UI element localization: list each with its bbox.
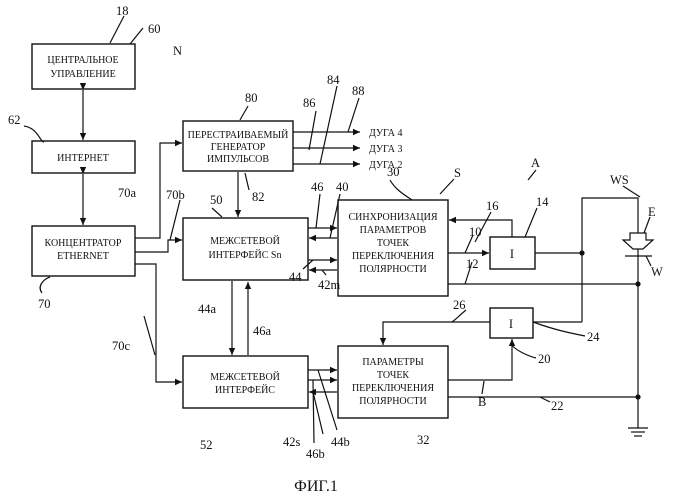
ref-46: 46: [311, 180, 324, 194]
ref-b: B: [478, 395, 486, 409]
pulse-gen-line-3: ИМПУЛЬСОВ: [207, 154, 269, 165]
ref-e: E: [648, 205, 656, 219]
arc-3-label: ДУГА 3: [369, 144, 402, 155]
ref-32: 32: [417, 433, 430, 447]
ref-24: 24: [587, 330, 600, 344]
current-sensor-bottom: I: [490, 308, 533, 338]
ref-60: 60: [148, 22, 161, 36]
ref-62: 62: [8, 113, 21, 127]
internet-block: ИНТЕРНЕТ: [32, 141, 135, 173]
ref-20: 20: [538, 352, 551, 366]
ref-44: 44: [289, 270, 302, 284]
sync-line-1: СИНХРОНИЗАЦИЯ: [348, 212, 437, 223]
ref-70: 70: [38, 297, 51, 311]
current-sensor-top: I: [490, 237, 535, 269]
ref-70b: 70b: [166, 188, 185, 202]
gateway-line-1: МЕЖСЕТЕВОЙ: [210, 371, 280, 383]
hub-line-1: КОНЦЕНТРАТОР: [45, 238, 122, 249]
ref-46b: 46b: [306, 447, 325, 461]
ref-50: 50: [210, 193, 223, 207]
system-label-n: N: [173, 44, 182, 58]
ref-a: A: [531, 156, 540, 170]
pulse-generator-block: ПЕРЕСТРАИВАЕМЫЙ ГЕНЕРАТОР ИМПУЛЬСОВ: [183, 121, 293, 171]
central-control-block: ЦЕНТРАЛЬНОЕ УПРАВЛЕНИЕ: [32, 44, 135, 89]
welding-station-icon: [623, 233, 653, 256]
gateway-line-2: ИНТЕРФЕЙС: [215, 384, 275, 396]
ref-80: 80: [245, 91, 258, 105]
ref-12: 12: [466, 257, 479, 271]
sync-line-4: ПЕРЕКЛЮЧЕНИЯ: [352, 251, 434, 262]
ref-10: 10: [469, 225, 482, 239]
central-control-line-2: УПРАВЛЕНИЕ: [50, 69, 116, 80]
ethernet-hub-block: КОНЦЕНТРАТОР ETHERNET: [32, 226, 135, 276]
sync-line-2: ПАРАМЕТРОВ: [360, 225, 427, 236]
current-sensor-bottom-label: I: [509, 317, 513, 331]
gateway-sn-line-1: МЕЖСЕТЕВОЙ: [210, 235, 280, 247]
ref-18: 18: [116, 4, 129, 18]
pulse-gen-line-1: ПЕРЕСТРАИВАЕМЫЙ: [188, 129, 289, 141]
ref-w: W: [651, 265, 663, 279]
ref-44b: 44b: [331, 435, 350, 449]
ref-16: 16: [486, 199, 499, 213]
params-line-2: ТОЧЕК: [377, 370, 410, 381]
ref-70a: 70a: [118, 186, 137, 200]
ref-88: 88: [352, 84, 365, 98]
current-sensor-top-label: I: [510, 247, 514, 261]
ref-70c: 70c: [112, 339, 131, 353]
sync-block: СИНХРОНИЗАЦИЯ ПАРАМЕТРОВ ТОЧЕК ПЕРЕКЛЮЧЕ…: [338, 200, 448, 296]
ref-46a: 46a: [253, 324, 272, 338]
ref-84: 84: [327, 73, 340, 87]
gateway-sn-line-2: ИНТЕРФЕЙС Sn: [208, 249, 281, 261]
ref-42s: 42s: [283, 435, 301, 449]
ref-ws: WS: [610, 173, 629, 187]
figure-caption: ФИГ.1: [294, 478, 338, 495]
params-block: ПАРАМЕТРЫ ТОЧЕК ПЕРЕКЛЮЧЕНИЯ ПОЛЯРНОСТИ: [338, 346, 448, 418]
sync-line-3: ТОЧЕК: [377, 238, 410, 249]
sync-line-5: ПОЛЯРНОСТИ: [359, 264, 427, 275]
hub-line-2: ETHERNET: [57, 251, 109, 262]
ref-30: 30: [387, 165, 400, 179]
ref-82: 82: [252, 190, 265, 204]
central-control-line-1: ЦЕНТРАЛЬНОЕ: [47, 55, 118, 66]
ref-22: 22: [551, 399, 564, 413]
ref-26: 26: [453, 298, 466, 312]
params-line-1: ПАРАМЕТРЫ: [362, 357, 424, 368]
ref-52: 52: [200, 438, 213, 452]
ref-44a: 44a: [198, 302, 217, 316]
ref-86: 86: [303, 96, 316, 110]
pulse-gen-line-2: ГЕНЕРАТОР: [211, 142, 266, 153]
params-line-4: ПОЛЯРНОСТИ: [359, 396, 427, 407]
params-line-3: ПЕРЕКЛЮЧЕНИЯ: [352, 383, 434, 394]
ref-14: 14: [536, 195, 549, 209]
gateway-block: МЕЖСЕТЕВОЙ ИНТЕРФЕЙС: [183, 356, 308, 408]
ref-40: 40: [336, 180, 349, 194]
ref-42m: 42m: [318, 278, 341, 292]
internet-label: ИНТЕРНЕТ: [57, 153, 109, 164]
arc-4-label: ДУГА 4: [369, 128, 402, 139]
ref-s: S: [454, 166, 461, 180]
